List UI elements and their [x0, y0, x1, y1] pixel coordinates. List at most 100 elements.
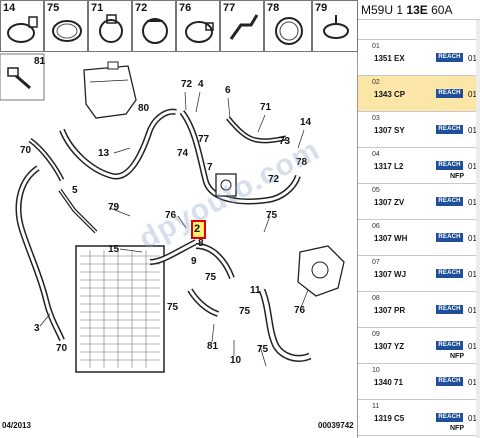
- model-version-1: 1: [396, 3, 404, 17]
- callout-number[interactable]: 14: [300, 117, 312, 128]
- callout-number[interactable]: 73: [279, 136, 291, 147]
- row-index: 03: [372, 115, 380, 122]
- part-reference: 1319 C5: [374, 414, 405, 423]
- callout-number[interactable]: 6: [225, 85, 231, 96]
- water-pump: [297, 245, 345, 297]
- parts-diagram[interactable]: 14 75 71 72 76 77 78 79: [0, 0, 358, 438]
- callout-number[interactable]: 5: [72, 185, 78, 196]
- part-quantity: 01: [468, 126, 477, 135]
- part-reference: 1351 EX: [374, 54, 405, 63]
- thumbnail-71[interactable]: 71: [88, 0, 132, 52]
- radiator: [75, 245, 165, 373]
- callout-number[interactable]: 8: [198, 238, 204, 249]
- thumbnail-76[interactable]: 76: [176, 0, 220, 52]
- callout-number[interactable]: 75: [205, 272, 217, 283]
- callout-number[interactable]: 13: [98, 148, 110, 159]
- callout-number[interactable]: 10: [230, 355, 242, 366]
- bolt-icon: [7, 67, 31, 90]
- reach-badge: REACH: [436, 233, 463, 242]
- thumbnail-number: 72: [135, 2, 148, 14]
- model-version-3: 60A: [431, 3, 453, 17]
- callout-number[interactable]: 7: [207, 162, 213, 173]
- part-quantity: 01: [468, 198, 477, 207]
- part-quantity: 01: [468, 306, 477, 315]
- part-quantity: 01: [468, 162, 477, 171]
- thumbnail-14[interactable]: 14: [0, 0, 44, 52]
- clamp-icon: [99, 14, 123, 43]
- callout-number[interactable]: 81: [34, 56, 46, 67]
- model-version-2: 13E: [406, 3, 428, 17]
- callout-number[interactable]: 72: [268, 174, 280, 185]
- callout-number[interactable]: 76: [165, 210, 177, 221]
- callout-number[interactable]: 9: [191, 256, 197, 267]
- callout-number[interactable]: 81: [207, 341, 219, 352]
- part-reference: 1307 ZV: [374, 198, 405, 207]
- callout-number[interactable]: 71: [260, 102, 272, 113]
- row-index: 07: [372, 259, 380, 266]
- nfp-flag: NFP: [450, 173, 464, 180]
- callout-number[interactable]: 4: [198, 79, 204, 90]
- callout-number[interactable]: 79: [108, 202, 120, 213]
- callout-number[interactable]: 15: [108, 244, 120, 255]
- thumbnail-strip: 14 75 71 72 76 77 78 79: [0, 0, 358, 54]
- reach-badge: REACH: [436, 377, 463, 386]
- row-index: 09: [372, 331, 380, 338]
- footer-reference: 00039742: [318, 421, 354, 430]
- callout-number[interactable]: 75: [266, 210, 278, 221]
- thumbnail-72[interactable]: 72: [132, 0, 176, 52]
- callout-number[interactable]: 3: [34, 323, 40, 334]
- callout-number[interactable]: 76: [294, 305, 306, 316]
- part-quantity: 01: [468, 90, 477, 99]
- reach-badge: REACH: [436, 89, 463, 98]
- part-reference: 1307 YZ: [374, 342, 405, 351]
- thumbnail-78[interactable]: 78: [264, 0, 312, 52]
- callout-number[interactable]: 80: [138, 103, 150, 114]
- thumbnail-number: 75: [47, 2, 60, 14]
- clamp-icon: [142, 18, 168, 44]
- highlighted-part-number: 2: [194, 223, 201, 235]
- callout-number[interactable]: 74: [177, 148, 189, 159]
- callout-number[interactable]: 70: [20, 145, 32, 156]
- thumbnail-number: 14: [3, 2, 16, 14]
- thumbnail-75[interactable]: 75: [44, 0, 88, 52]
- clip-icon: [323, 15, 349, 39]
- thumbnail-number: 79: [315, 2, 328, 14]
- highlighted-part-marker[interactable]: [191, 220, 206, 239]
- callout-number[interactable]: 75: [239, 306, 251, 317]
- callout-number[interactable]: 11: [250, 285, 261, 296]
- thumbnail-77[interactable]: 77: [220, 0, 264, 52]
- clamp-icon: [52, 20, 82, 42]
- thumbnail-79[interactable]: 79: [312, 0, 358, 52]
- reach-badge: REACH: [436, 125, 463, 134]
- part-quantity: 01: [468, 234, 477, 243]
- panel-header: M59U 1 13E 60A: [358, 0, 480, 20]
- part-quantity: 01: [468, 54, 477, 63]
- callout-number[interactable]: 70: [56, 343, 68, 354]
- clamp-icon: [275, 17, 303, 45]
- thumbnail-number: 77: [223, 2, 236, 14]
- model-title: M59U 1 13E 60A: [361, 3, 452, 17]
- thumbnail-number: 71: [91, 2, 104, 14]
- vertical-scrollbar[interactable]: [476, 20, 480, 438]
- nfp-flag: NFP: [450, 353, 464, 360]
- callout-number[interactable]: 78: [296, 157, 308, 168]
- row-index: 02: [372, 79, 380, 86]
- callout-number[interactable]: 72: [181, 79, 193, 90]
- reach-badge: REACH: [436, 161, 463, 170]
- callout-number[interactable]: 75: [257, 344, 269, 355]
- callout-number[interactable]: 77: [198, 134, 210, 145]
- part-quantity: 01: [468, 270, 477, 279]
- callout-number[interactable]: 75: [167, 302, 179, 313]
